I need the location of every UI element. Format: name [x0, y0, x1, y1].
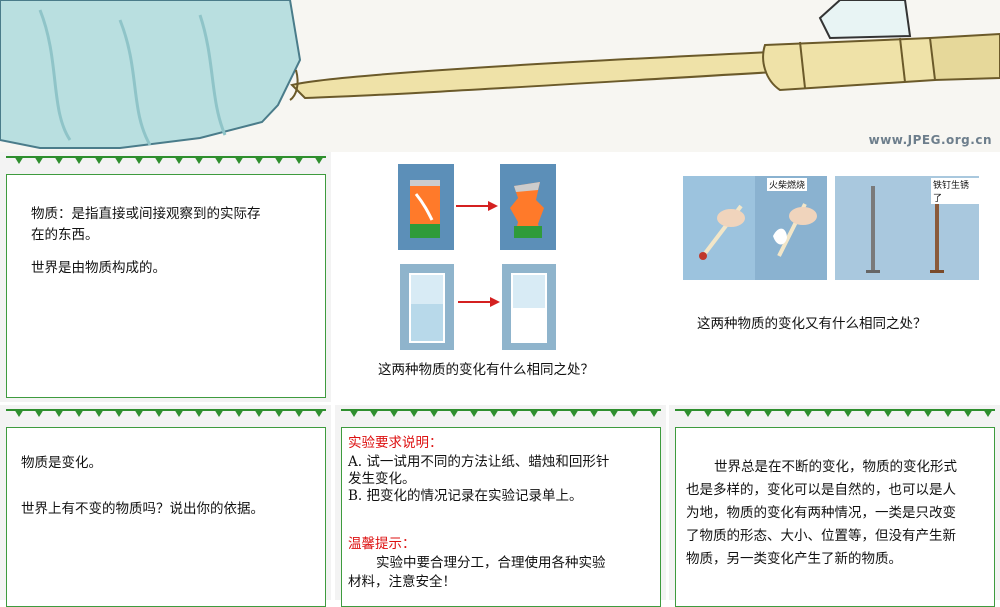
tip-line-1: 实验中要合理分工，合理使用各种实验	[376, 555, 606, 571]
summary-line-3: 为地，物质的变化有两种情况，一类是只改变	[686, 505, 956, 521]
vine-border-icon	[6, 156, 326, 164]
content-card: 物质：是指直接或间接观察到的实际存 在的东西。 世界是由物质构成的。	[6, 174, 326, 398]
arrow-icon	[458, 297, 500, 307]
summary-line-5: 物质，另一类变化产生了新的物质。	[686, 551, 902, 567]
cartoon-image	[0, 0, 1000, 149]
slide-panel-1: 物质：是指直接或间接观察到的实际存 在的东西。 世界是由物质构成的。	[0, 152, 331, 402]
crushed-can-photo	[500, 164, 556, 250]
rust-label: 铁钉生锈了	[931, 178, 979, 204]
slide-panel-3: 火柴燃烧 铁钉生锈了 这两种物质的变化又有什么相同之处？	[669, 152, 1000, 402]
instruction-a-line-2: 发生变化。	[348, 471, 416, 487]
question-text: 这两种物质的变化有什么相同之处？	[378, 362, 594, 378]
fire-label: 火柴燃烧	[767, 178, 808, 191]
content-card: 物质是变化。 世界上有不变的物质吗？说出你的依据。	[6, 427, 326, 607]
tip-line-2: 材料，注意安全！	[348, 574, 456, 590]
content-card: 世界总是在不断的变化，物质的变化形式 也是多样的，变化可以是自然的，也可以是人 …	[675, 427, 995, 607]
question-text: 世界上有不变的物质吗？说出你的依据。	[21, 501, 264, 517]
instruction-a-line-1: A. 试一试用不同的方法让纸、蜡烛和回形针	[348, 454, 610, 470]
definition-line-1: 物质：是指直接或间接观察到的实际存	[31, 206, 261, 222]
summary-line-4: 了物质的形态、大小、位置等，但没有产生新	[686, 528, 956, 544]
rusty-nail-photo: 铁钉生锈了	[835, 176, 979, 280]
watermark-text: www.JPEG.org.cn	[868, 133, 992, 147]
water-glass-photo	[400, 264, 454, 350]
statement-text: 物质是变化。	[21, 455, 102, 471]
statement-text: 世界是由物质构成的。	[31, 260, 166, 276]
slide-panel-6: 世界总是在不断的变化，物质的变化形式 也是多样的，变化可以是自然的，也可以是人 …	[669, 405, 1000, 607]
match-burning-photo: 火柴燃烧	[683, 176, 827, 280]
section-heading: 实验要求说明：	[348, 435, 443, 451]
definition-line-2: 在的东西。	[31, 227, 99, 243]
slide-panel-2: 这两种物质的变化有什么相同之处？	[334, 152, 666, 402]
slide-panel-5: 实验要求说明： A. 试一试用不同的方法让纸、蜡烛和回形针 发生变化。 B. 把…	[335, 405, 666, 607]
question-text: 这两种物质的变化又有什么相同之处？	[697, 316, 927, 332]
summary-line-1: 世界总是在不断的变化，物质的变化形式	[714, 459, 957, 475]
summary-line-2: 也是多样的，变化可以是自然的，也可以是人	[686, 482, 956, 498]
vine-border-icon	[6, 409, 326, 417]
vine-border-icon	[341, 409, 661, 417]
slide-panel-4: 物质是变化。 世界上有不变的物质吗？说出你的依据。	[0, 405, 331, 607]
ice-glass-photo	[502, 264, 556, 350]
arrow-icon	[456, 201, 498, 211]
instruction-b-line: B. 把变化的情况记录在实验记录单上。	[348, 488, 583, 504]
section-heading: 温馨提示：	[348, 536, 416, 552]
banner-illustration: www.JPEG.org.cn	[0, 0, 1000, 152]
content-card: 实验要求说明： A. 试一试用不同的方法让纸、蜡烛和回形针 发生变化。 B. 把…	[341, 427, 661, 607]
soda-can-photo	[398, 164, 454, 250]
vine-border-icon	[675, 409, 995, 417]
